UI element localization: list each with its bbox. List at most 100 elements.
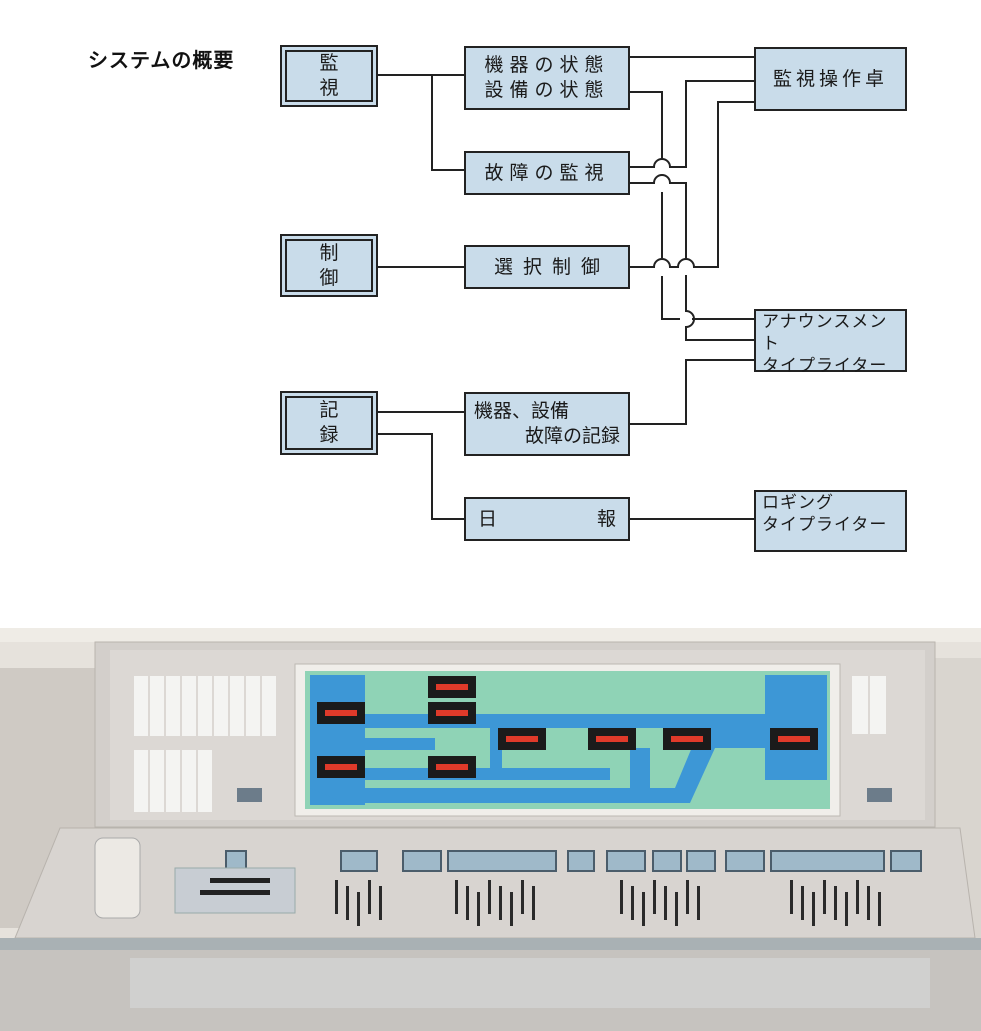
function-fault-record: 機器、設備 故障の記録 (464, 392, 630, 456)
meter-banks (134, 676, 886, 812)
meter-gauge (870, 676, 886, 734)
keypad-keys (449, 852, 555, 870)
switch-rows (335, 880, 881, 926)
toggle-switch (878, 892, 881, 926)
readout-digits (436, 684, 468, 690)
logging-line2: タイプライター (762, 515, 888, 536)
meter-gauge (166, 676, 180, 736)
toggle-switch (823, 880, 826, 914)
logging-line1: ロギング (762, 493, 834, 513)
announcement-line2: タイプライター (762, 356, 888, 377)
output-console: 監視操作卓 (754, 47, 907, 111)
line-status-announce (628, 91, 755, 320)
diagram-title: システムの概要 (88, 48, 235, 72)
printer-slot (200, 890, 270, 895)
telephone (94, 837, 141, 919)
toggle-switch (790, 880, 793, 914)
digital-readouts (317, 676, 818, 778)
line-selective-console (628, 101, 755, 268)
output-announcement-typewriter: アナウンスメント タイプライター (754, 309, 907, 376)
control-console-photo (0, 628, 981, 1031)
indicator-left (237, 788, 262, 802)
base-edge (0, 938, 981, 950)
toggle-switch (510, 892, 513, 926)
line-record-daily (377, 433, 467, 520)
toggle-switch (653, 880, 656, 914)
function-selective-control: 選択制御 (464, 245, 630, 289)
readout-digits (596, 736, 628, 742)
meter-gauge (198, 750, 212, 812)
toggle-switch (801, 886, 804, 920)
keypad-keys (569, 852, 593, 870)
meter-gauge (134, 750, 148, 812)
toggle-switch (664, 886, 667, 920)
output-logging-typewriter: ロギング タイプライター (754, 490, 907, 552)
keypad-keys (688, 852, 714, 870)
toggle-switch (845, 892, 848, 926)
toggle-switch (631, 886, 634, 920)
desk-surface (14, 827, 976, 939)
readout-digits (671, 736, 703, 742)
meter-gauge (134, 676, 148, 736)
keypads (225, 850, 922, 872)
toggle-switch (357, 892, 360, 926)
record-line1: 機器、設備 (474, 400, 570, 423)
glass-reflection (130, 958, 930, 1008)
meter-gauge (198, 676, 212, 736)
keypad-keys (892, 852, 920, 870)
toggle-switch (521, 880, 524, 914)
toggle-switch (812, 892, 815, 926)
line-faultrecord-announce (628, 359, 755, 425)
status-line2: 設備の状態 (484, 79, 610, 101)
keypad-keys (227, 852, 245, 870)
meter-gauge (150, 676, 164, 736)
line-monitor-fault (431, 75, 467, 171)
category-control: 制 御 (280, 234, 378, 297)
toggle-switch (867, 886, 870, 920)
record-line2: 故障の記録 (524, 425, 620, 447)
meter-gauge (150, 750, 164, 812)
readout-digits (778, 736, 810, 742)
keypad-keys (404, 852, 440, 870)
keypad-keys (772, 852, 883, 870)
line-fault-console (628, 80, 755, 168)
meter-gauge (852, 676, 868, 734)
toggle-switch (834, 886, 837, 920)
indicator-right (867, 788, 892, 802)
keypad-keys (727, 852, 763, 870)
daily-report-left: 日 (478, 507, 498, 530)
readout-digits (436, 710, 468, 716)
status-line1: 機器の状態 (484, 54, 610, 77)
toggle-switch (477, 892, 480, 926)
toggle-switch (642, 892, 645, 926)
category-monitoring: 監 視 (280, 45, 378, 107)
meter-gauge (230, 676, 244, 736)
keypad-keys (342, 852, 376, 870)
toggle-switch (532, 886, 535, 920)
toggle-switch (499, 886, 502, 920)
category-recording: 記 録 (280, 391, 378, 455)
meter-gauge (262, 676, 276, 736)
line-fault-announce (628, 174, 755, 341)
function-status: 機器の状態 設備の状態 (464, 46, 630, 110)
toggle-switch (686, 880, 689, 914)
toggle-switch (856, 880, 859, 914)
announcement-line1: アナウンスメント (762, 312, 888, 355)
meter-gauge (182, 676, 196, 736)
readout-digits (436, 764, 468, 770)
mimic-channels (310, 675, 827, 805)
meter-gauge (182, 750, 196, 812)
ceiling-strip (0, 628, 981, 642)
toggle-switch (675, 892, 678, 926)
keypad-keys (654, 852, 680, 870)
meter-gauge (166, 750, 180, 812)
readout-digits (325, 764, 357, 770)
readout-digits (325, 710, 357, 716)
toggle-switch (335, 880, 338, 914)
connector-lines (377, 56, 755, 520)
toggle-switch (368, 880, 371, 914)
printer-slot (210, 878, 270, 883)
toggle-switch (466, 886, 469, 920)
toggle-switch (488, 880, 491, 914)
readout-digits (506, 736, 538, 742)
